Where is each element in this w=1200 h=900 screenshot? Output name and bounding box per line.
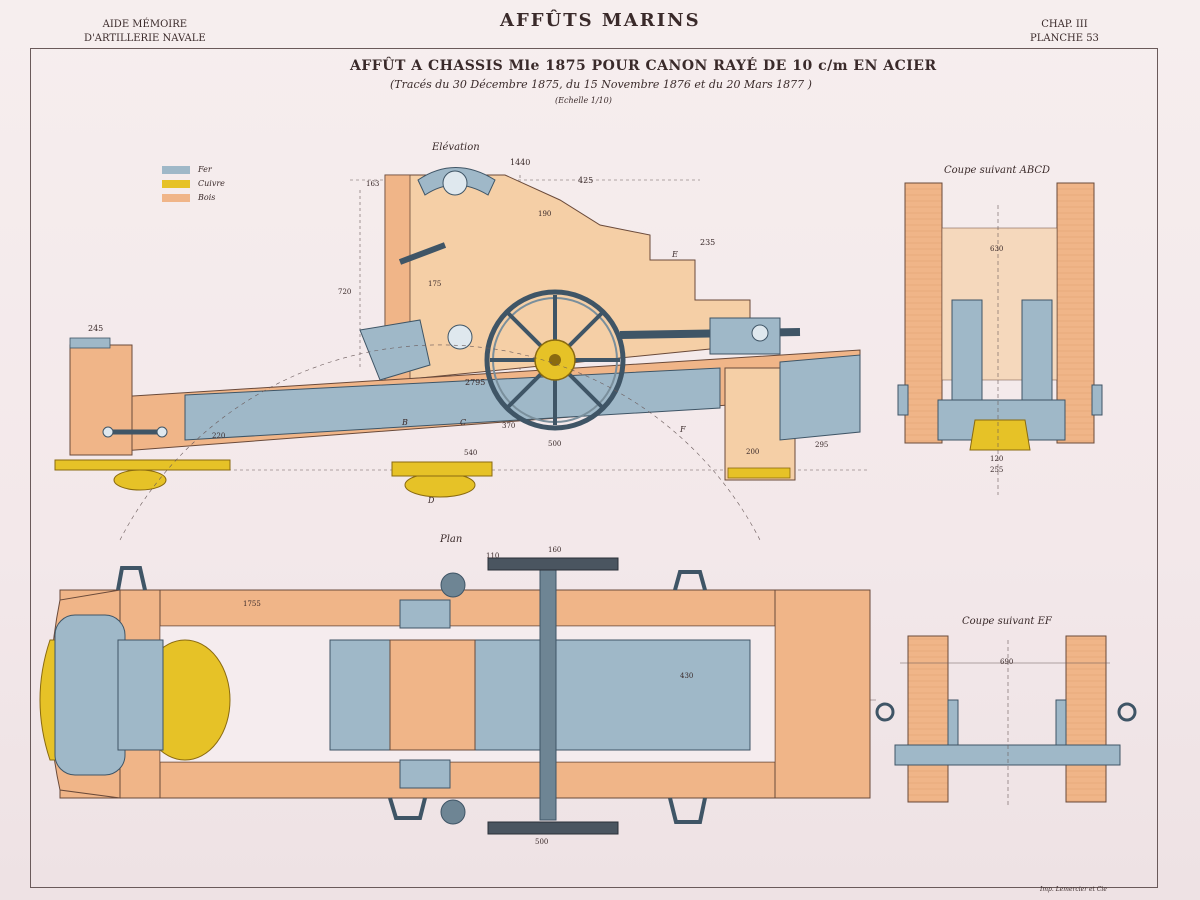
legend-swatch-bois bbox=[162, 194, 190, 202]
dim-18: 160 bbox=[548, 546, 562, 554]
plate-title: AFFÛT A CHASSIS Mle 1875 POUR CANON RAYÉ… bbox=[350, 58, 937, 74]
section-ef-view bbox=[875, 635, 1137, 805]
section-abcd-view bbox=[897, 182, 1103, 495]
plate-frame bbox=[30, 48, 1158, 888]
dim-16: 630 bbox=[990, 245, 1004, 253]
plate-subtitle: (Tracés du 30 Décembre 1875, du 15 Novem… bbox=[390, 78, 812, 91]
dim-24: 255 bbox=[990, 466, 1004, 474]
plate-scale: (Echelle 1/10) bbox=[555, 96, 612, 105]
label-elevation: Elévation bbox=[432, 142, 480, 153]
dim-5: 235 bbox=[700, 238, 716, 247]
header-left-line2: D'ARTILLERIE NAVALE bbox=[84, 33, 206, 44]
header-right: CHAP. III PLANCHE 53 bbox=[1030, 18, 1099, 46]
header-left-line1: AIDE MÉMOIRE bbox=[102, 19, 188, 30]
printer-credit: Imp. Lemercier et Cie bbox=[1040, 886, 1107, 893]
legend-label-cuivre: Cuivre bbox=[198, 179, 225, 188]
dim-6: 720 bbox=[338, 288, 352, 296]
dim-10: 220 bbox=[212, 432, 226, 440]
dim-12: 370 bbox=[502, 422, 516, 430]
dim-7: 175 bbox=[428, 280, 442, 288]
plan-view bbox=[39, 344, 880, 835]
dim-23: 120 bbox=[990, 455, 1004, 463]
letter-e: E bbox=[672, 250, 678, 259]
elevation-view bbox=[54, 167, 870, 498]
header-right-line2: PLANCHE 53 bbox=[1030, 33, 1099, 44]
dim-4: 190 bbox=[538, 210, 552, 218]
rear-block bbox=[69, 344, 133, 456]
dim-3: 163 bbox=[366, 180, 380, 188]
letter-c: C bbox=[460, 418, 467, 427]
legend-label-bois: Bois bbox=[198, 193, 216, 202]
dim-21: 430 bbox=[680, 672, 694, 680]
elevation-handwheel bbox=[484, 289, 626, 431]
dim-11: 500 bbox=[548, 440, 562, 448]
legend-swatch-cuivre bbox=[162, 180, 190, 188]
dim-14: 200 bbox=[746, 448, 760, 456]
dim-8: 245 bbox=[88, 324, 104, 333]
label-plan: Plan bbox=[440, 534, 463, 545]
dim-2: 425 bbox=[578, 176, 594, 185]
dim-9: 2795 bbox=[465, 378, 486, 387]
dim-15: 295 bbox=[815, 441, 829, 449]
label-section-abcd: Coupe suivant ABCD bbox=[944, 165, 1051, 176]
label-section-ef: Coupe suivant EF bbox=[962, 616, 1052, 627]
dim-1: 1440 bbox=[510, 158, 531, 167]
header-title: AFFÛTS MARINS bbox=[500, 10, 701, 31]
legend-label-fer: Fer bbox=[198, 165, 212, 174]
legend-swatch-fer bbox=[162, 166, 190, 174]
dim-13: 540 bbox=[464, 449, 478, 457]
dim-17: 110 bbox=[486, 552, 500, 560]
dim-20: 690 bbox=[1000, 658, 1014, 666]
header-left: AIDE MÉMOIRE D'ARTILLERIE NAVALE bbox=[84, 18, 206, 46]
dim-22: 500 bbox=[535, 838, 549, 846]
letter-b: B bbox=[402, 418, 408, 427]
letter-d: D bbox=[428, 496, 435, 505]
dim-19: 1755 bbox=[243, 600, 261, 608]
letter-f: F bbox=[680, 425, 686, 434]
header-right-line1: CHAP. III bbox=[1041, 19, 1088, 30]
